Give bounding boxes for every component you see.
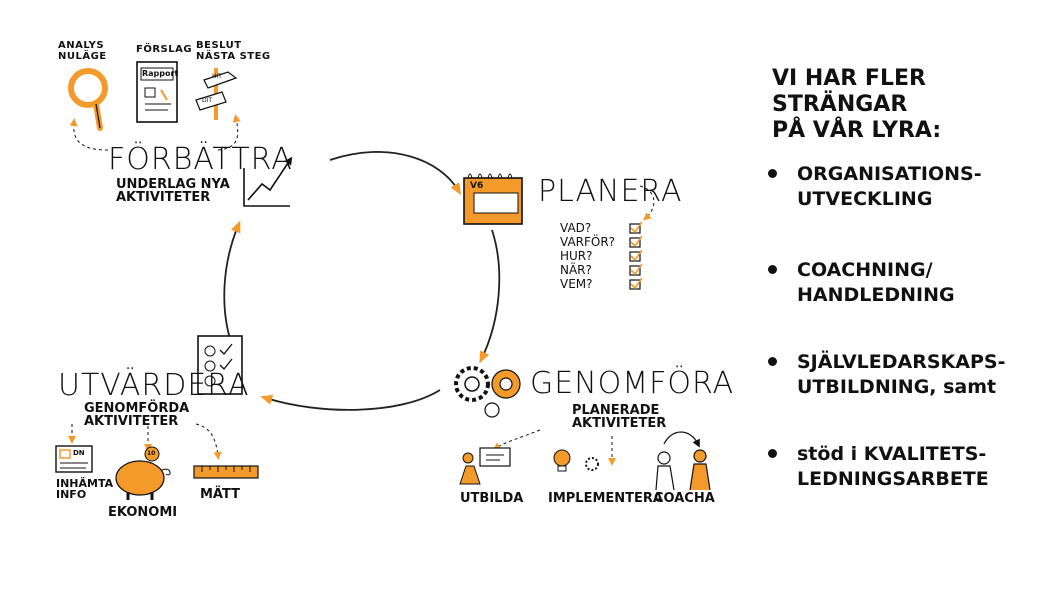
label-inhamta: INHÄMTA INFO (56, 478, 113, 500)
bullet-text-line-1: ORGANISATIONS- (797, 163, 982, 185)
label-newspaper: DN (73, 449, 85, 457)
stage-title-utvardera: UTVÄRDERA (58, 368, 250, 403)
dashed-arrow-matt (195, 423, 222, 460)
stage-subtitle-forbattra-line-1: UNDERLAG NYA (116, 177, 230, 192)
label-matt: MÄTT (200, 487, 241, 502)
bullet-item: SJÄLVLEDARSKAPS- UTBILDNING, samt (768, 350, 1038, 400)
bullet-dot-icon (768, 357, 777, 366)
stage-subtitle-utvardera-line-2: AKTIVITETER (84, 414, 179, 429)
label-beslut-line-1: BESLUT (196, 40, 242, 51)
label-ekonomi: EKONOMI (108, 505, 178, 520)
label-coacha: COACHA (654, 491, 715, 506)
stage-subtitle-utvardera-line-1: GENOMFÖRDA (84, 401, 190, 416)
bullet-text-line-1: COACHNING/ (797, 259, 933, 281)
question-vad: VAD? (560, 221, 592, 235)
stage-subtitle-genomfora-line-1: PLANERADE (572, 403, 660, 418)
question-varfor: VARFÖR? (560, 235, 616, 249)
bullet-text-line-2: LEDNINGSARBETE (797, 468, 989, 490)
label-utbilda: UTBILDA (460, 491, 524, 506)
question-hur: HUR? (560, 249, 593, 263)
arrow-genomfora-to-utvardera (260, 389, 441, 411)
label-inhamta-line-1: INHÄMTA (56, 477, 114, 490)
bullet-text-line-2: UTVECKLING (797, 188, 933, 210)
newspaper-icon (55, 445, 93, 473)
evaluation-form-icon (197, 335, 243, 395)
bullet-item: ORGANISATIONS- UTVECKLING (768, 162, 1038, 212)
dashed-arrow-planera (639, 185, 655, 221)
checkbox-list (629, 221, 643, 290)
bullet-item: COACHNING/ HANDLEDNING (768, 258, 1038, 308)
teacher-icon (459, 447, 511, 485)
magnifier-icon (68, 68, 108, 131)
bullet-dot-icon (768, 449, 777, 458)
bullet-text-line-1: SJÄLVLEDARSKAPS- (797, 351, 1006, 373)
label-beslut-line-2: NÄSTA STEG (196, 51, 271, 62)
label-forslag: FÖRSLAG (136, 44, 193, 55)
stage-subtitle-forbattra-line-2: AKTIVITETER (116, 190, 211, 205)
piggy-bank-icon (115, 446, 171, 500)
question-nar: NÄR? (560, 263, 592, 277)
panel-title: VI HAR FLER STRÄNGAR PÅ VÅR LYRA: (772, 66, 1032, 144)
stage-subtitle-genomfora-line-2: AKTIVITETER (572, 416, 667, 431)
label-beslut: BESLUT NÄSTA STEG (196, 40, 271, 62)
planera-questions: VAD? VARFÖR? HUR? NÄR? VEM? (560, 221, 615, 291)
report-document-icon (136, 61, 178, 123)
stage-title-planera: PLANERA (538, 174, 683, 209)
label-inhamta-line-2: INFO (56, 488, 87, 501)
stage-subtitle-forbattra: UNDERLAG NYA AKTIVITETER (116, 178, 230, 204)
arrow-utvardera-to-forbattra (223, 220, 241, 346)
bullet-dot-icon (768, 265, 777, 274)
arrow-coacha (663, 431, 700, 448)
bullet-text-line-2: HANDLEDNING (797, 284, 955, 306)
calendar-icon (463, 173, 523, 225)
dashed-arrow-utbilda (492, 429, 541, 451)
label-analys-line-1: ANALYS (58, 40, 105, 51)
stage-subtitle-genomfora: PLANERADE AKTIVITETER (572, 404, 666, 430)
arrow-forbattra-to-planera (329, 151, 462, 196)
panel-title-line-1: VI HAR FLER STRÄNGAR (772, 66, 926, 117)
stage-title-forbattra: FÖRBÄTTRA (108, 142, 293, 177)
gears-icon (454, 366, 521, 418)
arrow-planera-to-genomfora (479, 229, 501, 364)
stage-subtitle-utvardera: GENOMFÖRDA AKTIVITETER (84, 402, 189, 428)
label-implementera: IMPLEMENTERA (548, 491, 663, 506)
label-calendar: V6 (470, 181, 484, 191)
panel-title-line-2: PÅ VÅR LYRA: (772, 118, 942, 143)
stage-title-genomfora: GENOMFÖRA (530, 366, 735, 401)
ruler-icon (193, 465, 259, 479)
label-analys-line-2: NULÄGE (58, 51, 107, 62)
bullet-text-line-2: UTBILDNING, samt (797, 376, 997, 398)
question-vem: VEM? (560, 277, 593, 291)
label-rapport: Rapport (142, 69, 179, 78)
lightbulb-gear-icon (553, 449, 599, 472)
label-sign-dit: DIT (202, 97, 213, 104)
label-analys: ANALYS NULÄGE (58, 40, 107, 62)
bullet-dot-icon (768, 169, 777, 178)
signpost-icon (195, 68, 238, 120)
cycle-arrows (223, 151, 501, 411)
bullet-item: stöd i KVALITETS- LEDNINGSARBETE (768, 442, 1038, 492)
coaching-people-icon (655, 449, 711, 491)
bullet-text-line-1: stöd i KVALITETS- (797, 443, 987, 465)
label-coin: 10 (147, 450, 156, 457)
label-sign-hit: HIT (212, 73, 222, 80)
dashed-arrow-analys (69, 118, 109, 151)
growth-chart-icon (243, 156, 293, 207)
